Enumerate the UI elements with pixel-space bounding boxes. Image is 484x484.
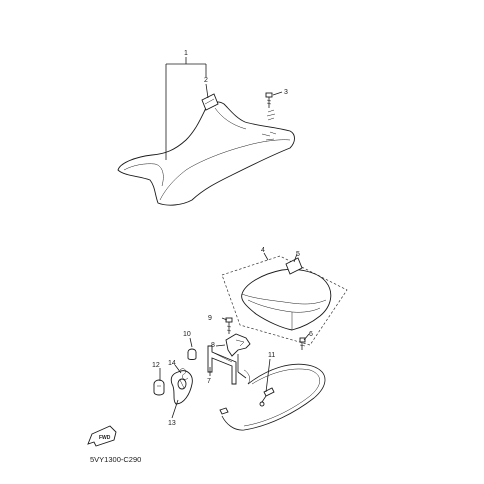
- fwd-badge: FWD: [87, 425, 117, 447]
- leader-lines-top: [165, 57, 283, 160]
- lock-lever: [170, 370, 193, 405]
- callout-3: 3: [284, 89, 288, 96]
- callout-1: 1: [184, 50, 188, 57]
- callout-8: 8: [211, 342, 215, 349]
- lock-cylinder: [153, 379, 165, 396]
- callout-11: 11: [268, 352, 275, 359]
- callout-7: 7: [207, 378, 211, 385]
- rider-seat: [117, 101, 295, 206]
- passenger-seat-cowl: [241, 269, 332, 331]
- seat-tag: [201, 93, 219, 111]
- collar: [187, 348, 197, 360]
- callout-12: 12: [152, 362, 160, 369]
- diagram-code: 5VY1300-C290: [90, 455, 141, 464]
- hook-bolt: [225, 317, 233, 334]
- callout-5: 5: [296, 251, 300, 258]
- callout-4: 4: [261, 247, 265, 254]
- callout-13: 13: [168, 420, 176, 427]
- seat-bolt-mount: [266, 109, 276, 121]
- callout-9: 9: [208, 315, 212, 322]
- callout-labels: 1 2 3 4 5 6 7 8 9 10 11 12 13 14: [152, 50, 313, 427]
- callout-14: 14: [168, 360, 176, 367]
- leader-lines-low: [159, 317, 271, 419]
- fwd-badge-text: FWD: [99, 435, 111, 441]
- callout-6: 6: [309, 331, 313, 338]
- seat-bolt: [265, 92, 273, 108]
- lock-bracket: [207, 345, 237, 385]
- leader-lines-mid: [263, 252, 310, 341]
- lock-spring: [179, 368, 189, 380]
- callout-10: 10: [183, 331, 191, 338]
- seat-hook: [225, 333, 251, 385]
- passenger-seat-tag: [285, 257, 303, 275]
- callout-2: 2: [204, 77, 208, 84]
- passenger-seat-bolt: [299, 337, 306, 350]
- passenger-seat-box: [221, 255, 348, 346]
